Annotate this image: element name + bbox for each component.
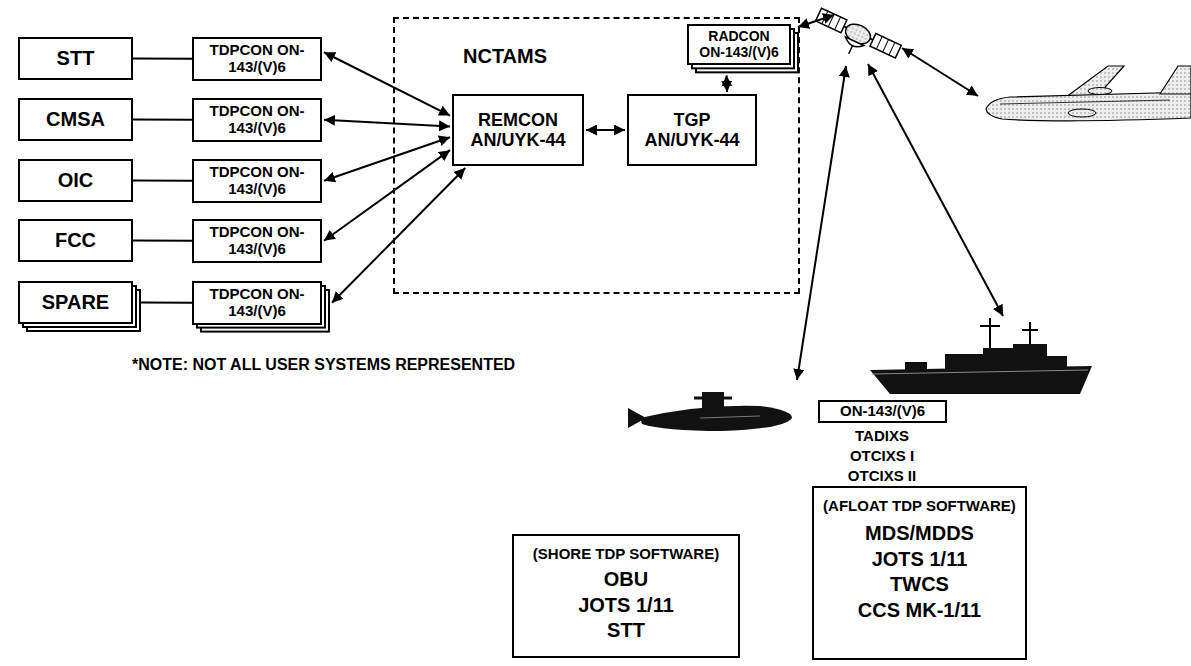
circuit-name: OTCIXS II: [848, 467, 916, 484]
circuit-name: OTCIXS I: [850, 447, 914, 464]
box-label: (SHORE TDP SOFTWARE): [533, 544, 719, 563]
box-label: OIC: [58, 169, 94, 191]
box-label: FCC: [55, 229, 96, 251]
box-label: TDPCON ON-143/(V)6: [200, 286, 314, 320]
computer-box: TGP AN/UYK-44: [627, 94, 757, 166]
box-label: TDPCON ON-143/(V)6: [200, 42, 314, 76]
box-label: CMSA: [46, 108, 105, 130]
terminal-box: TDPCON ON-143/(V)6: [192, 98, 322, 142]
box-label: TDPCON ON-143/(V)6: [200, 164, 314, 198]
system-box: OIC: [18, 159, 133, 202]
box-item: CCS MK-1/11: [858, 598, 981, 624]
system-box: CMSA: [18, 98, 133, 141]
station-boundary: NCTAMS RADCON ON-143/(V)6REMCON AN/UYK-44…: [393, 17, 800, 294]
box-label: RADCON ON-143/(V)6: [695, 29, 783, 60]
connection-line: [133, 119, 192, 121]
connection-line: [141, 302, 192, 304]
terminal-box: TDPCON ON-143/(V)6: [192, 281, 322, 325]
box-label: SPARE: [42, 291, 109, 313]
box-item: TWCS: [890, 572, 949, 598]
terminal-box: ON-143/(V)6: [818, 400, 947, 423]
connection-line: [133, 180, 192, 182]
data-link-arrow: [726, 75, 729, 92]
system-box: FCC: [18, 219, 133, 262]
terminal-box: TDPCON ON-143/(V)6: [192, 159, 322, 203]
terminal-box: TDPCON ON-143/(V)6: [192, 37, 322, 81]
submarine-icon: [628, 392, 792, 431]
data-link-arrow: [324, 137, 450, 181]
system-box: SPARE: [18, 281, 133, 324]
box-label: TDPCON ON-143/(V)6: [200, 103, 314, 137]
software-box: (AFLOAT TDP SOFTWARE) MDS/MDDSJOTS 1/11TW…: [812, 486, 1027, 660]
box-label: STT: [57, 47, 95, 69]
box-label: TGP AN/UYK-44: [635, 110, 749, 150]
box-label: ON-143/(V)6: [840, 403, 925, 420]
computer-box: REMCON AN/UYK-44: [452, 94, 584, 166]
box-item: JOTS 1/11: [872, 547, 968, 573]
note-text: *NOTE: NOT ALL USER SYSTEMS REPRESENTED: [132, 356, 515, 374]
data-link-arrow: [324, 150, 450, 241]
box-item: MDS/MDDS: [865, 521, 974, 547]
satellite-icon: [809, 7, 902, 72]
data-link-arrow: [332, 168, 465, 303]
ship-icon: [870, 318, 1092, 394]
data-link-arrow: [324, 120, 450, 127]
box-label: REMCON AN/UYK-44: [460, 110, 576, 150]
box-label: (AFLOAT TDP SOFTWARE): [823, 496, 1016, 515]
terminal-box: TDPCON ON-143/(V)6: [192, 219, 322, 263]
connection-line: [133, 240, 192, 242]
box-item: JOTS 1/11: [578, 593, 674, 619]
box-label: TDPCON ON-143/(V)6: [200, 224, 314, 258]
circuit-name: TADIXS: [855, 427, 909, 444]
software-box: (SHORE TDP SOFTWARE) OBUJOTS 1/11STT: [512, 534, 740, 658]
radio-controller-box: RADCON ON-143/(V)6: [687, 24, 791, 65]
aircraft-icon: [986, 66, 1191, 121]
data-link-arrow: [586, 129, 625, 131]
connection-line: [133, 58, 192, 60]
system-box: STT: [18, 37, 133, 80]
box-label: NCTAMS: [463, 45, 547, 67]
box-item: STT: [607, 618, 645, 644]
box-item: OBU: [604, 567, 648, 593]
data-link-arrow: [324, 52, 450, 115]
